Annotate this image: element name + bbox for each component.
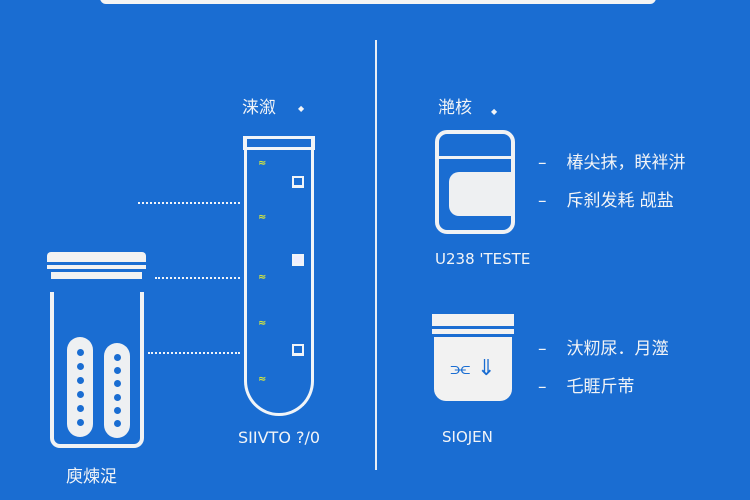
- tube-title: 涞溆: [242, 98, 276, 118]
- jar-lid: [47, 252, 146, 292]
- top-banner: [100, 0, 656, 4]
- level-mark-icon: [292, 254, 304, 266]
- sparkle-icon: ≈: [258, 374, 267, 385]
- connector-line: [148, 352, 240, 354]
- sparkle-icon: ◆: [298, 104, 305, 113]
- card2-bullet: –乇睚斤芾: [538, 377, 635, 397]
- jar-caption: 庾煉浞: [66, 467, 117, 487]
- sparkle-icon: ≈: [258, 212, 267, 223]
- card1-bullet: –斥刹发耗 觇盐: [538, 191, 674, 211]
- level-mark-icon: [292, 344, 304, 356]
- sample-strip: [67, 337, 93, 437]
- test-tube-icon: [244, 136, 314, 416]
- card2-caption: SIOJEN: [442, 428, 493, 446]
- level-mark-icon: [292, 176, 304, 188]
- connector-line: [138, 202, 240, 204]
- cup-icon: ⫘ ⇓: [432, 314, 514, 414]
- center-divider: [375, 40, 377, 470]
- card1-bullet: –椿尖抹，眹袢汫: [538, 153, 686, 173]
- sample-strip: [104, 343, 130, 438]
- tube-caption: SIIVTO ?/0: [238, 428, 321, 447]
- sparkle-icon: ≈: [258, 272, 267, 283]
- container-icon: [435, 130, 515, 234]
- card1-caption: U238 'TESTE: [435, 250, 531, 268]
- card2-bullet: –汏籾尿．月澨: [538, 339, 669, 359]
- sparkle-icon: ◆: [491, 107, 498, 116]
- jar-icon: [50, 292, 144, 448]
- connector-line: [155, 277, 240, 279]
- sparkle-icon: ≈: [258, 318, 267, 329]
- right-title: 滟核: [438, 98, 472, 118]
- sparkle-icon: ≈: [258, 158, 267, 169]
